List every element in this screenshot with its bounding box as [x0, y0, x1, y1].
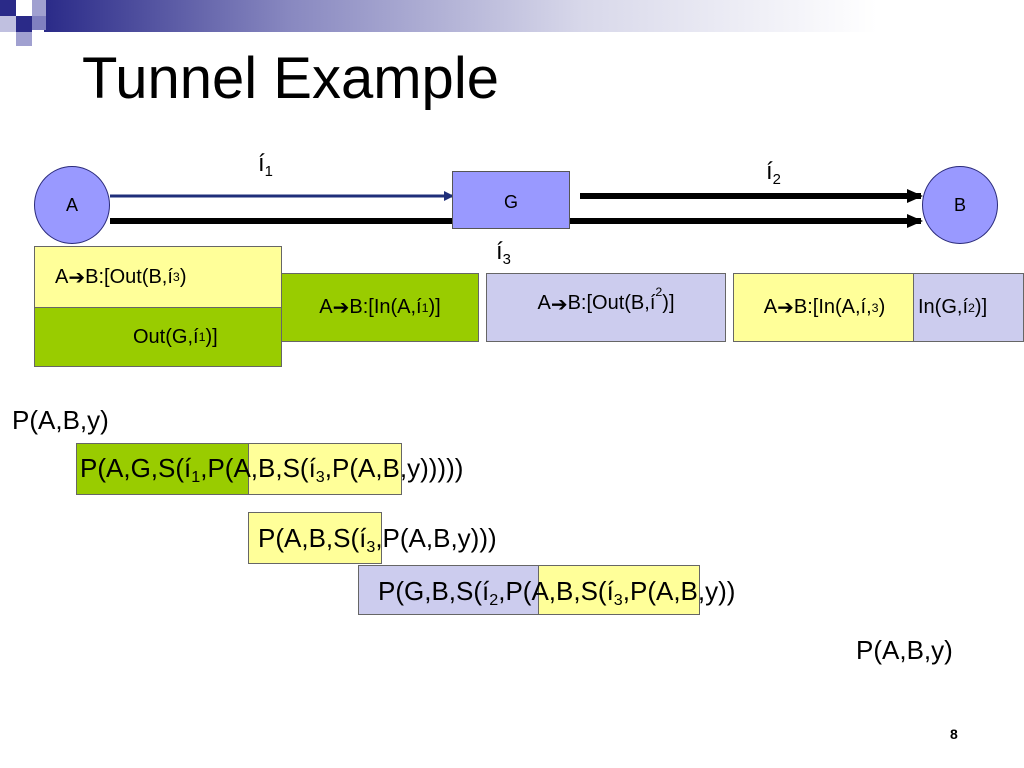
header-square-4 — [0, 16, 16, 32]
node-g: G — [452, 171, 570, 229]
node-a-label: A — [65, 194, 78, 215]
slide-title: Tunnel Example — [82, 46, 499, 111]
node-a: A — [34, 166, 110, 244]
header-square-2 — [16, 16, 32, 32]
header-gradient-bar — [44, 0, 1024, 32]
link-label-1: í1 — [258, 150, 273, 180]
expression-4-yellow-box — [538, 565, 700, 615]
header-square-1 — [0, 0, 16, 16]
expression-2-yellow-box — [248, 443, 402, 495]
expression-4: P(G,B,S(í2,P(A,B,S(í3,P(A,B,y)) — [378, 576, 736, 610]
expression-1: P(A,B,y) — [12, 405, 109, 435]
expression-5: P(A,B,y) — [856, 635, 953, 665]
link-label-2: í2 — [766, 158, 781, 188]
header-square-3 — [32, 0, 46, 16]
expression-2: P(A,G,S(í1,P(A,B,S(í3,P(A,B,y))))) — [80, 453, 464, 487]
page-number: 8 — [950, 726, 958, 742]
expression-4-lavender-box — [358, 565, 540, 615]
node-g-label: G — [503, 192, 518, 212]
header-square-5 — [16, 32, 32, 46]
packet-4-left: A➔B:[In(A,í,3) — [733, 273, 915, 342]
right-arrow-icon: ➔ — [777, 297, 794, 319]
right-arrow-icon: ➔ — [550, 294, 568, 316]
right-arrow-icon: ➔ — [332, 297, 350, 319]
expression-3-yellow-box — [248, 512, 382, 564]
header-square-6 — [32, 16, 46, 30]
expression-3: P(A,B,S(í3,P(A,B,y))) — [258, 523, 497, 557]
link-label-3: í3 — [496, 238, 511, 268]
right-arrow-icon: ➔ — [68, 266, 86, 289]
expression-2-green-box — [76, 443, 250, 495]
node-b: B — [922, 166, 998, 244]
node-b-label: B — [953, 194, 966, 215]
